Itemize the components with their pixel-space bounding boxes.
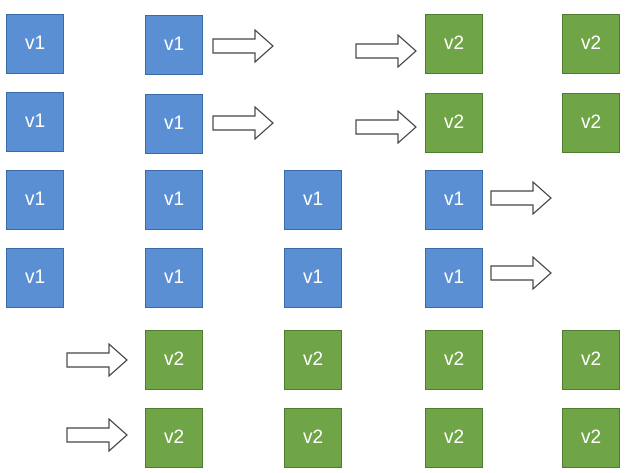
v2-box: v2 — [425, 330, 483, 390]
v2-box: v2 — [284, 408, 342, 468]
right-arrow-icon — [66, 343, 128, 377]
v2-box: v2 — [562, 14, 620, 74]
right-arrow-icon — [490, 256, 552, 290]
v2-box: v2 — [562, 93, 620, 153]
v2-box: v2 — [145, 330, 203, 390]
right-arrow-icon — [355, 34, 417, 68]
v1-box: v1 — [145, 15, 203, 75]
v2-box: v2 — [425, 93, 483, 153]
v2-box: v2 — [562, 408, 620, 468]
right-arrow-icon — [490, 181, 552, 215]
v2-box: v2 — [145, 408, 203, 468]
v1-box: v1 — [6, 170, 64, 230]
v1-box: v1 — [284, 248, 342, 308]
v1-box: v1 — [145, 170, 203, 230]
right-arrow-icon — [212, 106, 274, 140]
v2-box: v2 — [425, 14, 483, 74]
right-arrow-icon — [355, 110, 417, 144]
v2-box: v2 — [562, 330, 620, 390]
v1-box: v1 — [6, 248, 64, 308]
v1-box: v1 — [145, 248, 203, 308]
v1-box: v1 — [145, 94, 203, 154]
v1-box: v1 — [6, 14, 64, 74]
v1-box: v1 — [6, 92, 64, 152]
v1-box: v1 — [425, 170, 483, 230]
v2-box: v2 — [284, 330, 342, 390]
v1-box: v1 — [425, 248, 483, 308]
v1-box: v1 — [284, 170, 342, 230]
right-arrow-icon — [212, 29, 274, 63]
v2-box: v2 — [425, 408, 483, 468]
right-arrow-icon — [66, 418, 128, 452]
